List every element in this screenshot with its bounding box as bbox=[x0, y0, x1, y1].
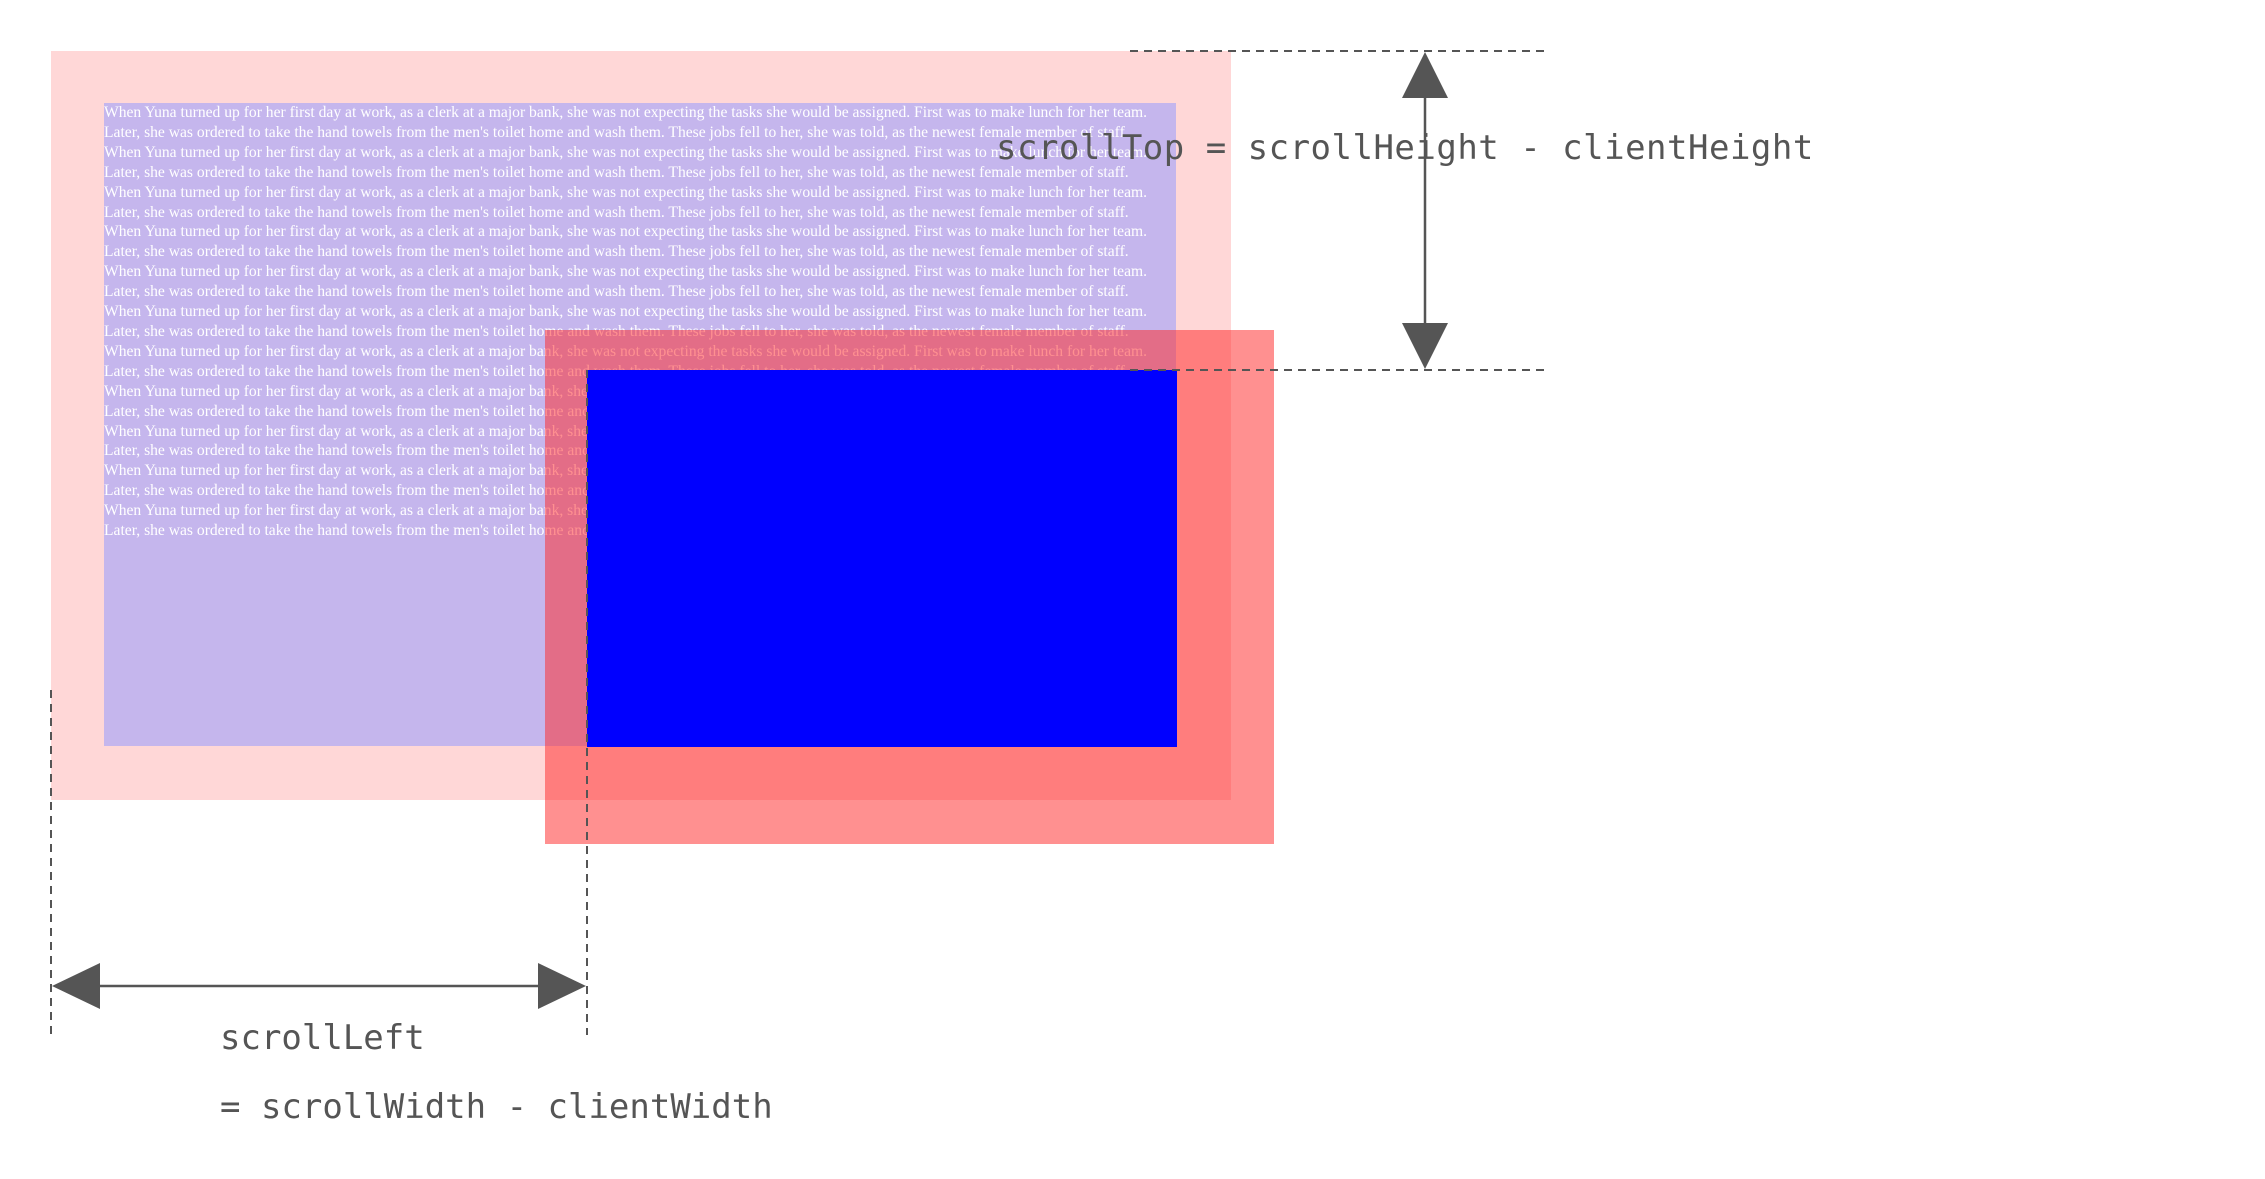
arrow-right-icon bbox=[538, 963, 586, 1009]
paragraph: When Yuna turned up for her first day at… bbox=[104, 143, 1148, 181]
arrow-down-icon bbox=[1402, 323, 1448, 369]
paragraph: When Yuna turned up for her first day at… bbox=[104, 263, 1148, 301]
viewport-content-area bbox=[587, 370, 1177, 747]
paragraph: When Yuna turned up for her first day at… bbox=[104, 183, 1148, 221]
paragraph: When Yuna turned up for her first day at… bbox=[104, 223, 1148, 261]
scroll-top-formula: scrollTop = scrollHeight - clientHeight bbox=[996, 128, 1814, 168]
horizontal-dimension-arrow bbox=[52, 963, 586, 1009]
scroll-left-formula: = scrollWidth - clientWidth bbox=[220, 1087, 773, 1127]
arrow-left-icon bbox=[52, 963, 100, 1009]
scroll-left-label: scrollLeft bbox=[220, 1018, 425, 1058]
arrow-up-icon bbox=[1402, 52, 1448, 98]
vertical-dimension-arrow bbox=[1402, 52, 1448, 369]
paragraph: When Yuna turned up for her first day at… bbox=[104, 104, 1148, 141]
